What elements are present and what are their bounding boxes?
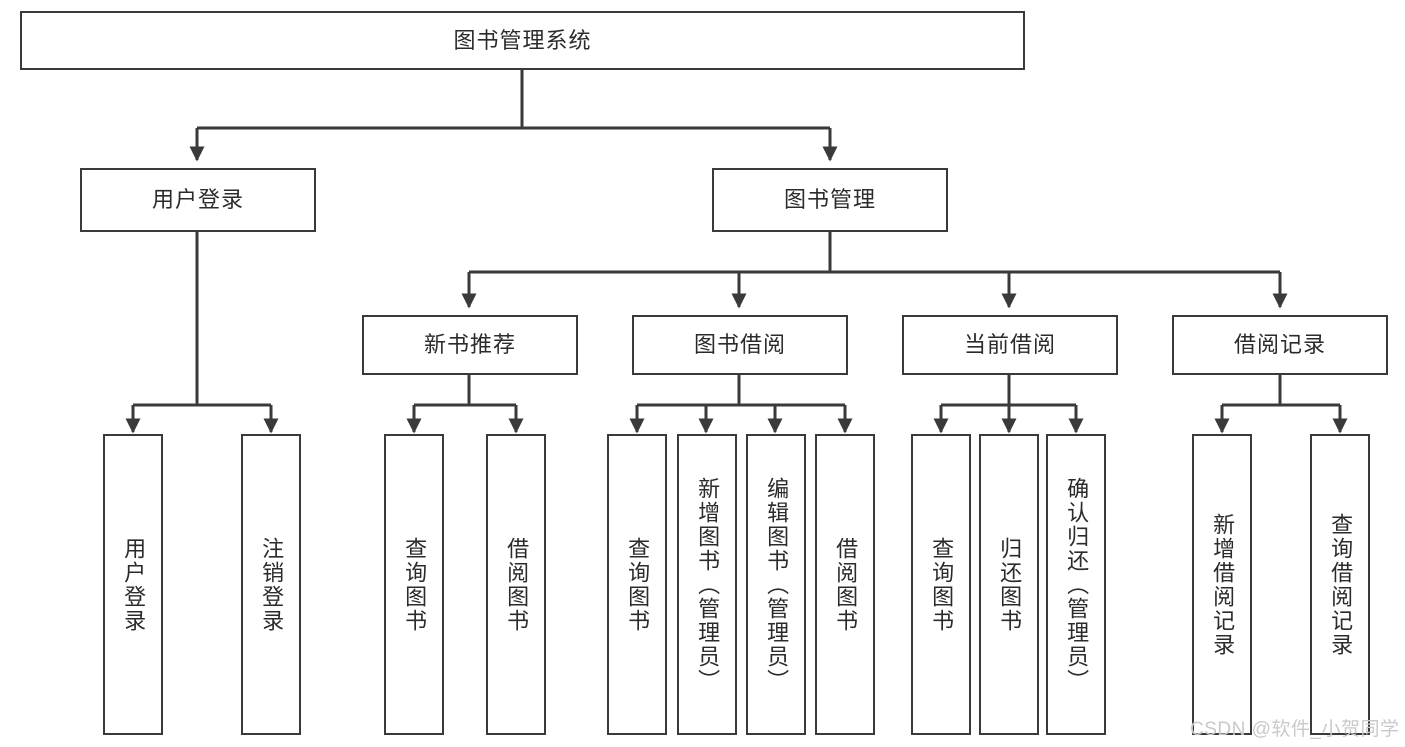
leaf-current-borrow-confirm-admin[interactable]: 确认归还（管理员） <box>1046 434 1106 735</box>
leaf-current-borrow-query[interactable]: 查询图书 <box>911 434 971 735</box>
node-label: 图书管理 <box>783 187 876 213</box>
node-label: 用户登录 <box>151 187 244 213</box>
node-label: 当前借阅 <box>963 332 1056 358</box>
leaf-borrow-record-query[interactable]: 查询借阅记录 <box>1310 434 1370 735</box>
node-label: 借阅图书 <box>504 536 530 633</box>
node-label: 新增图书（管理员） <box>695 476 721 693</box>
node-borrow-record[interactable]: 借阅记录 <box>1172 315 1388 375</box>
leaf-borrow-record-add[interactable]: 新增借阅记录 <box>1192 434 1252 735</box>
leaf-user-login-signout[interactable]: 注销登录 <box>241 434 301 735</box>
csdn-watermark: CSDN @软件_小贺同学 <box>1190 714 1399 741</box>
node-label: 借阅记录 <box>1233 332 1326 358</box>
node-new-book-recommend[interactable]: 新书推荐 <box>362 315 578 375</box>
node-label: 查询图书 <box>929 536 955 633</box>
node-label: 查询图书 <box>625 536 651 633</box>
leaf-book-borrow-edit-admin[interactable]: 编辑图书（管理员） <box>746 434 806 735</box>
leaf-book-borrow-query[interactable]: 查询图书 <box>607 434 667 735</box>
leaf-new-book-borrow[interactable]: 借阅图书 <box>486 434 546 735</box>
node-label: 用户登录 <box>121 536 147 633</box>
leaf-book-borrow-borrow[interactable]: 借阅图书 <box>815 434 875 735</box>
node-book-borrow[interactable]: 图书借阅 <box>632 315 848 375</box>
leaf-new-book-query[interactable]: 查询图书 <box>384 434 444 735</box>
node-book-management[interactable]: 图书管理 <box>712 168 948 232</box>
node-label: 查询借阅记录 <box>1328 512 1354 657</box>
node-label: 确认归还（管理员） <box>1064 476 1090 693</box>
node-current-borrow[interactable]: 当前借阅 <box>902 315 1118 375</box>
node-label: 图书管理系统 <box>453 27 592 53</box>
node-root-book-management-system[interactable]: 图书管理系统 <box>20 11 1025 70</box>
node-label: 编辑图书（管理员） <box>764 476 790 693</box>
leaf-book-borrow-add-admin[interactable]: 新增图书（管理员） <box>677 434 737 735</box>
node-label: 新书推荐 <box>423 332 516 358</box>
node-label: 图书借阅 <box>693 332 786 358</box>
node-label: 归还图书 <box>997 536 1023 633</box>
node-label: 借阅图书 <box>833 536 859 633</box>
node-label: 新增借阅记录 <box>1210 512 1236 657</box>
watermark-text: CSDN @软件_小贺同学 <box>1190 719 1400 740</box>
node-label: 查询图书 <box>402 536 428 633</box>
leaf-user-login-signin[interactable]: 用户登录 <box>103 434 163 735</box>
node-label: 注销登录 <box>259 536 285 633</box>
leaf-current-borrow-return[interactable]: 归还图书 <box>979 434 1039 735</box>
node-user-login[interactable]: 用户登录 <box>80 168 316 232</box>
